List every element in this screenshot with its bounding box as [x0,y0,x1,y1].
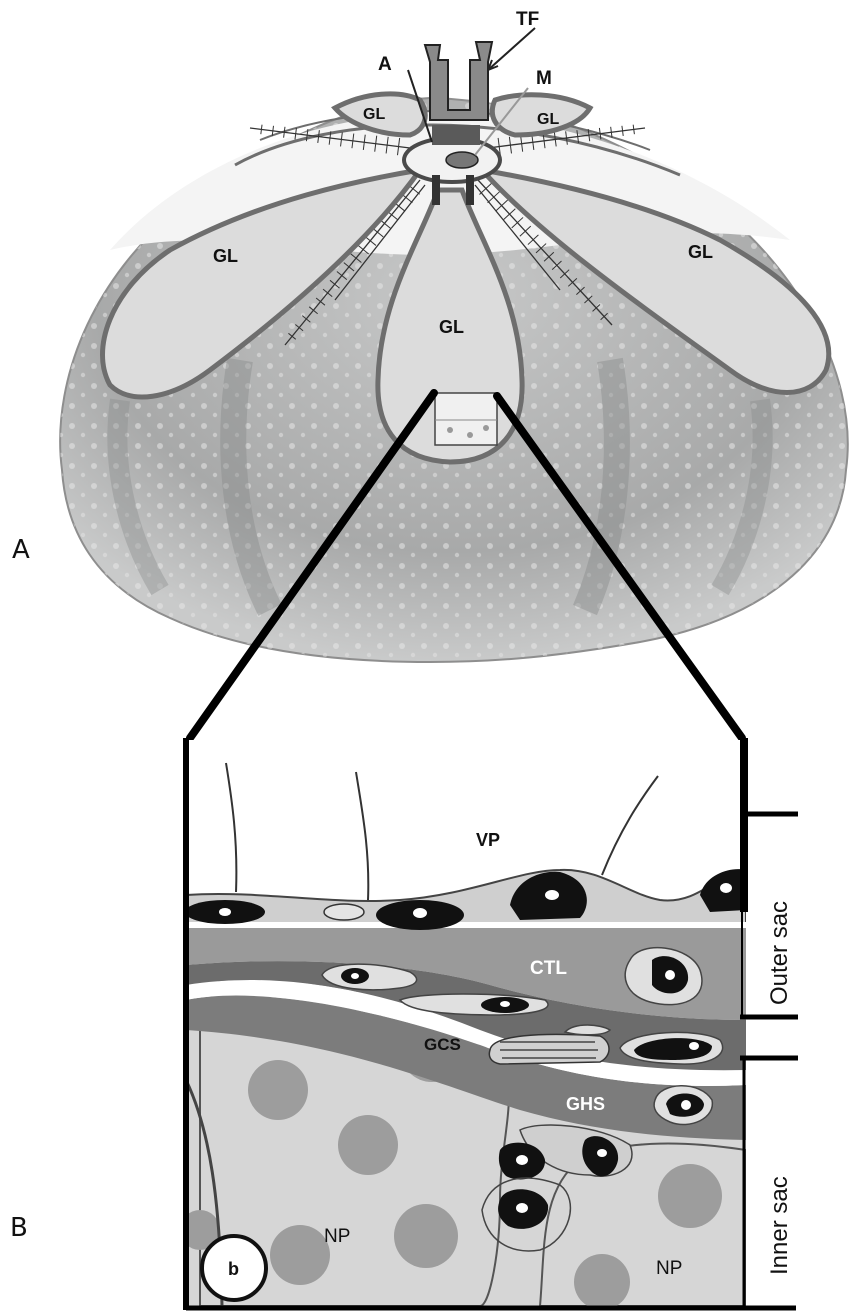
label-a: A [378,54,392,75]
label-np-right: NP [656,1258,682,1279]
label-ghs: GHS [566,1094,605,1114]
label-b: b [228,1259,239,1279]
label-inner-sac: Inner sac [766,1176,793,1275]
hatch-tick [284,127,285,138]
hatch-tick [261,125,262,135]
label-m: M [536,68,552,89]
label-gl-right: GL [688,242,713,262]
tubular-stem [432,125,480,145]
label-tf: TF [516,9,539,30]
label-gcs: GCS [424,1035,461,1054]
tissue-section [180,740,746,1310]
panel-label-b: B [10,1213,28,1243]
gonad-inset-sample [435,393,497,445]
label-np-left: NP [324,1226,350,1247]
madreporite [446,152,478,168]
hatch-tick [622,126,623,136]
label-gl-left: GL [213,246,238,266]
hatch-tick [633,125,634,135]
tf-pointer [488,28,535,70]
urchin-test [60,28,848,662]
label-vp: VP [476,830,500,850]
label-outer-sac: Outer sac [766,901,793,1005]
label-ctl: CTL [530,958,567,979]
label-gl-top-left: GL [363,106,385,123]
label-gl-center: GL [439,317,464,337]
label-gl-top-right: GL [537,111,559,128]
panel-label-a: A [12,535,30,565]
